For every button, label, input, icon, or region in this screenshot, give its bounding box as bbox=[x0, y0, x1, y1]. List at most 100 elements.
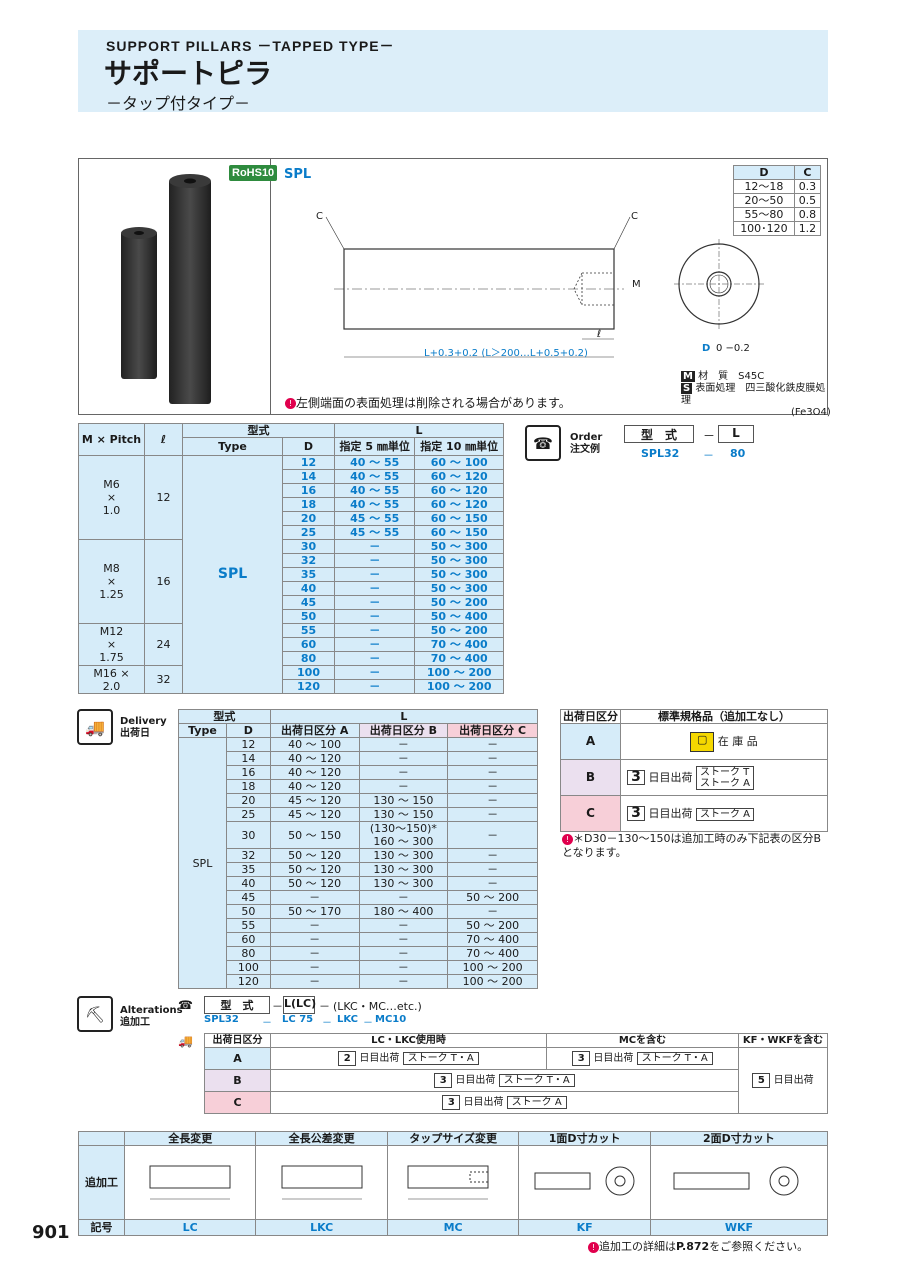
spec-row: 120－100 ～ 200 bbox=[79, 679, 504, 694]
order-value-type: SPL32 bbox=[641, 447, 680, 460]
delivery-cell: 50 ～ 200 bbox=[447, 918, 538, 933]
delivery-cell: 100 ～ 200 bbox=[447, 960, 538, 975]
delivery-cell: － bbox=[358, 932, 449, 947]
alt-diagram-lkc bbox=[255, 1145, 388, 1220]
alt-order-dash: － bbox=[272, 1000, 283, 1013]
legend-a-text: 在 庫 品 bbox=[717, 734, 758, 748]
spec-header-l: L bbox=[334, 423, 504, 438]
spec-cell: 25 bbox=[282, 525, 335, 540]
spec-ell-cell: 12 bbox=[144, 455, 183, 540]
spec-m-x: × bbox=[106, 638, 117, 651]
alt-row-label: 追加工 bbox=[78, 1145, 125, 1220]
delivery-label-en: Delivery bbox=[120, 716, 167, 727]
spec-cell: － bbox=[333, 567, 416, 582]
alt-diagram-mc bbox=[386, 1145, 520, 1220]
alteration-label-en: Alterations bbox=[120, 1005, 183, 1016]
surface-value: 四三酸化鉄皮膜処理 bbox=[681, 383, 826, 406]
delivery-cell: 80 bbox=[225, 946, 271, 961]
alt-diagram-corner bbox=[78, 1131, 125, 1146]
delivery-cell: 50 ～ 150 bbox=[269, 821, 360, 849]
legend-header-standard: 標準規格品（追加工なし） bbox=[620, 709, 828, 724]
legend-c-cell: 3 日目出荷 ストーク A bbox=[620, 795, 828, 832]
spec-cell: 50 ～ 200 bbox=[414, 623, 504, 638]
delivery-cell: － bbox=[447, 848, 538, 863]
legend-header-code: 出荷日区分 bbox=[560, 709, 621, 724]
alt-a1-text: 日目出荷 bbox=[359, 1053, 400, 1064]
alt-diagram-lc bbox=[123, 1145, 257, 1220]
spec-row: 60－70 ～ 400 bbox=[79, 637, 504, 652]
delivery-cell: 70 ～ 400 bbox=[447, 932, 538, 947]
spec-cell: 70 ～ 400 bbox=[414, 651, 504, 666]
order-value-dash: － bbox=[703, 449, 714, 462]
legend-c-stroke: ストーク A bbox=[696, 808, 755, 821]
alt-order-l: L(LC) bbox=[283, 996, 316, 1014]
spec-table: M × Pitch ℓ 型式 L Type D 指定 5 ㎜単位 指定 10 ㎜… bbox=[78, 423, 504, 694]
alt-ship-header-kf: KF・WKFを含む bbox=[738, 1033, 828, 1048]
delivery-cell: 100 bbox=[225, 960, 271, 975]
title-jp: サポートピラ bbox=[104, 57, 273, 90]
delivery-cell: 40 ～ 120 bbox=[269, 765, 360, 780]
spec-row: 32－50 ～ 300 bbox=[79, 553, 504, 568]
delivery-row: 55－－50 ～ 200 bbox=[179, 918, 538, 933]
box-icon: ▢ bbox=[690, 731, 715, 752]
alt-code-lkc: LKC bbox=[255, 1219, 388, 1236]
delivery-cell: 50 ～ 200 bbox=[447, 890, 538, 905]
alt-code-kf: KF bbox=[518, 1219, 651, 1236]
spec-cell: 45 ～ 55 bbox=[333, 525, 416, 540]
delivery-cell: 18 bbox=[225, 779, 271, 794]
alt-col-wkf: 2面D寸カット bbox=[649, 1131, 829, 1146]
surface-value-formula: (Fe3O4) bbox=[791, 407, 831, 418]
legend-note: !＊D30－130～150は追加工時のみ下記表の区分Bとなります。 bbox=[562, 832, 822, 860]
spec-cell: 55 bbox=[282, 623, 335, 638]
delivery-cell: － bbox=[447, 876, 538, 891]
spec-cell: － bbox=[333, 553, 416, 568]
delivery-cell: － bbox=[447, 751, 538, 766]
ell-label: ℓ bbox=[597, 329, 602, 340]
spec-row: 40－50 ～ 300 bbox=[79, 581, 504, 596]
material-label: 材 質 bbox=[698, 371, 729, 382]
delivery-cell: － bbox=[269, 932, 360, 947]
delivery-cell: 40 ～ 120 bbox=[269, 779, 360, 794]
spec-cell: 80 bbox=[282, 651, 335, 666]
alt-order-v3: LKC bbox=[337, 1014, 359, 1025]
alt-diagram-wkf bbox=[649, 1145, 829, 1220]
alt-ship-header-mc: MCを含む bbox=[546, 1033, 739, 1048]
delivery-header-l: L bbox=[269, 709, 539, 724]
alt-col-lkc: 全長公差変更 bbox=[255, 1131, 388, 1146]
spec-cell: 50 ～ 300 bbox=[414, 567, 504, 582]
alt-ship-a2: 3 日目出荷 ストーク T・A bbox=[546, 1047, 739, 1070]
legend-b-stroke-t: ストーク T bbox=[700, 766, 750, 778]
delivery-cell: 32 bbox=[225, 848, 271, 863]
product-panel: RoHS10 SPL C C M ℓ L+0.3+0.2 (L＞200…L+0.… bbox=[78, 158, 831, 418]
delivery-cell: － bbox=[447, 737, 538, 752]
alt-b-num: 3 bbox=[434, 1073, 453, 1088]
alt-order-dash3: － bbox=[262, 1018, 272, 1029]
surface-label: 表面処理 bbox=[695, 383, 736, 394]
delivery-cell: 130 ～ 150 bbox=[358, 807, 449, 822]
spec-cell: － bbox=[333, 539, 416, 554]
alt-order-dash4: － bbox=[322, 1018, 332, 1029]
spec-cell: 60 ～ 150 bbox=[414, 525, 504, 540]
footer-ref-link[interactable]: P.872 bbox=[676, 1240, 710, 1253]
spec-m-cell: M12×1.75 bbox=[78, 623, 145, 666]
order-label-jp: 注文例 bbox=[570, 444, 600, 455]
delivery-row: 120－－100 ～ 200 bbox=[179, 974, 538, 989]
material-icon: M bbox=[681, 371, 695, 382]
spec-cell: － bbox=[333, 651, 416, 666]
spec-cell: 40 ～ 55 bbox=[333, 497, 416, 512]
delivery-row: 80－－70 ～ 400 bbox=[179, 946, 538, 961]
spec-cell: 100 bbox=[282, 665, 335, 680]
spec-cell: 50 bbox=[282, 609, 335, 624]
spec-row: 50－50 ～ 400 bbox=[79, 609, 504, 624]
alt-ship-b-cell: 3 日目出荷 ストーク T・A bbox=[270, 1069, 739, 1092]
delivery-header-type-group: 型式 bbox=[178, 709, 271, 724]
delivery-cell: 130 ～ 300 bbox=[358, 862, 449, 877]
delivery-cell: － bbox=[269, 974, 360, 989]
